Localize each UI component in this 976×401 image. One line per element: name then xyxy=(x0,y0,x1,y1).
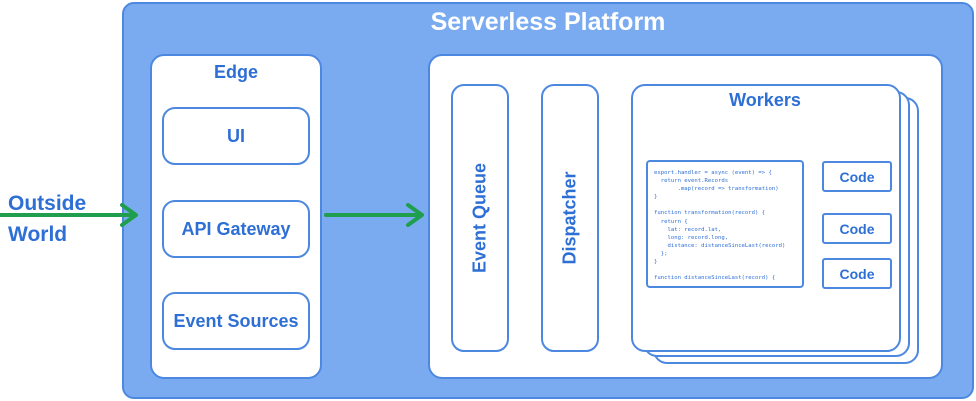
code-box-3: Code xyxy=(822,258,892,289)
outside-world-line1: Outside xyxy=(8,192,87,215)
dispatcher-box: Dispatcher xyxy=(541,84,599,352)
event-queue-box: Event Queue xyxy=(451,84,509,352)
arrow-api-gateway-to-processing xyxy=(324,203,424,227)
ui-box: UI xyxy=(162,107,310,165)
arrow-outside-to-api-gateway xyxy=(0,203,138,227)
api-gateway-box: API Gateway xyxy=(162,200,310,258)
outside-world-line2: World xyxy=(8,223,68,246)
event-sources-box: Event Sources xyxy=(162,292,310,350)
code-box-2: Code xyxy=(822,213,892,244)
outside-world-label: Outside World xyxy=(8,188,118,250)
platform-title: Serverless Platform xyxy=(430,8,666,36)
edge-title: Edge xyxy=(213,62,258,82)
workers-title: Workers xyxy=(729,90,801,110)
code-snippet: export.handler = async (event) => { retu… xyxy=(646,160,804,288)
code-box-1: Code xyxy=(822,161,892,192)
